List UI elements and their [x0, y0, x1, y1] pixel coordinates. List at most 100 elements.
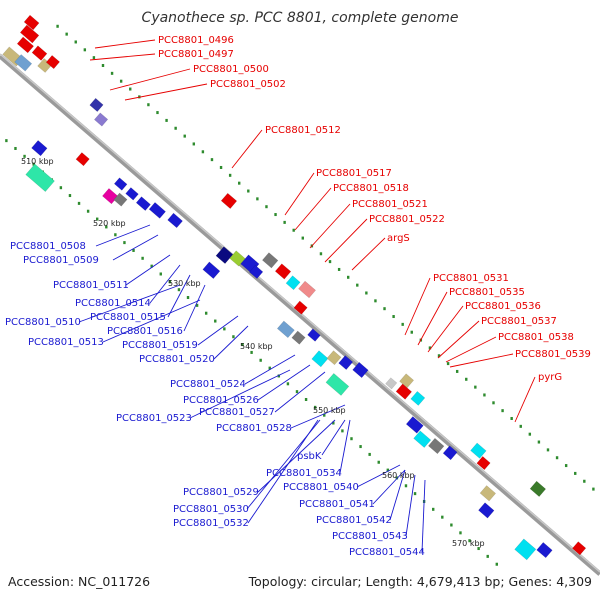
gc-tick: [313, 405, 317, 409]
gene-label[interactable]: PCC8801_0513: [28, 337, 104, 348]
genome-stats-text: Topology: circular; Length: 4,679,413 bp…: [248, 574, 592, 589]
gc-tick: [486, 554, 489, 558]
gene-label[interactable]: PCC8801_0502: [210, 79, 286, 90]
gene-feature: [31, 140, 48, 157]
gc-tick: [477, 547, 480, 551]
leader-line: [95, 224, 151, 247]
gc-tick: [564, 464, 568, 468]
gene-feature: [113, 192, 128, 207]
gene-label[interactable]: psbK: [297, 451, 322, 462]
leader-line: [421, 479, 426, 553]
gene-label[interactable]: PCC8801_0514: [75, 298, 151, 309]
gene-label[interactable]: PCC8801_0532: [173, 518, 249, 529]
gc-tick: [323, 413, 326, 417]
gene-label[interactable]: PCC8801_0508: [10, 241, 86, 252]
gc-tick: [14, 146, 17, 150]
gc-tick: [283, 220, 286, 224]
gene-label[interactable]: PCC8801_0534: [266, 468, 342, 479]
gene-label[interactable]: PCC8801_0512: [265, 125, 341, 136]
gene-label[interactable]: PCC8801_0526: [183, 395, 259, 406]
gene-label[interactable]: PCC8801_0517: [316, 168, 392, 179]
gene-label[interactable]: PCC8801_0528: [216, 423, 292, 434]
gc-tick: [446, 362, 450, 366]
gc-tick: [147, 103, 150, 107]
gene-feature: [125, 187, 139, 201]
gene-feature: [326, 350, 342, 366]
genome-backbone: [0, 54, 600, 576]
gene-label[interactable]: PCC8801_0538: [498, 332, 574, 343]
gc-tick: [150, 264, 153, 268]
gene-label[interactable]: PCC8801_0519: [122, 340, 198, 351]
gc-tick: [177, 288, 181, 292]
gc-content-ticks: [5, 24, 595, 566]
gene-label[interactable]: PCC8801_0531: [433, 273, 509, 284]
kbp-tick-label: 540 kbp: [240, 342, 273, 351]
gc-tick: [468, 539, 471, 543]
gene-label[interactable]: PCC8801_0536: [465, 301, 541, 312]
gene-label[interactable]: PCC8801_0496: [158, 35, 234, 46]
gene-label[interactable]: PCC8801_0516: [107, 326, 183, 337]
accession-text: Accession: NC_011726: [8, 574, 151, 589]
gene-label[interactable]: PCC8801_0522: [369, 214, 445, 225]
gene-label[interactable]: PCC8801_0544: [349, 547, 425, 558]
gene-label[interactable]: PCC8801_0523: [116, 413, 192, 424]
gene-feature: [572, 541, 587, 556]
gene-feature: [470, 442, 487, 459]
gene-label[interactable]: PCC8801_0509: [23, 255, 99, 266]
gc-tick: [432, 507, 435, 511]
genome-title: Cyanothece sp. PCC 8801, complete genome: [141, 10, 459, 26]
leader-line: [197, 315, 239, 346]
leader-line: [294, 187, 332, 231]
gene-label[interactable]: argS: [387, 233, 410, 244]
gc-tick: [192, 142, 196, 146]
gc-tick: [132, 248, 135, 252]
gene-feature: [307, 328, 321, 342]
gene-label[interactable]: PCC8801_0529: [183, 487, 259, 498]
gene-feature: [89, 97, 104, 112]
gc-tick: [292, 228, 295, 232]
leader-line: [427, 305, 464, 353]
gc-tick: [114, 233, 117, 237]
gene-label[interactable]: PCC8801_0542: [316, 515, 392, 526]
gc-tick: [265, 205, 268, 209]
gene-label[interactable]: PCC8801_0539: [515, 349, 591, 360]
gc-tick: [395, 476, 399, 480]
gene-label[interactable]: PCC8801_0515: [90, 312, 166, 323]
gene-label[interactable]: PCC8801_0543: [332, 531, 408, 542]
gene-label[interactable]: PCC8801_0530: [173, 504, 249, 515]
gene-label[interactable]: PCC8801_0535: [449, 287, 525, 298]
gene-label[interactable]: PCC8801_0520: [139, 354, 215, 365]
gc-tick: [68, 194, 72, 198]
gene-label[interactable]: PCC8801_0524: [170, 379, 246, 390]
gene-feature: [442, 445, 458, 461]
gc-tick: [410, 330, 413, 334]
gene-label[interactable]: PCC8801_0540: [283, 482, 359, 493]
gene-label[interactable]: PCC8801_0510: [5, 317, 81, 328]
gc-tick: [519, 424, 522, 428]
gc-tick: [392, 315, 395, 319]
leader-line: [324, 218, 368, 263]
gene-feature: [385, 377, 398, 390]
gene-label[interactable]: PCC8801_0518: [333, 183, 409, 194]
gc-tick: [346, 275, 350, 279]
gc-tick: [404, 484, 408, 488]
gene-feature: [352, 361, 369, 379]
gc-tick: [259, 358, 262, 362]
gene-label[interactable]: PCC8801_0541: [299, 499, 375, 510]
gene-label[interactable]: PCC8801_0521: [352, 199, 428, 210]
gc-tick: [319, 252, 323, 256]
gene-label[interactable]: PCC8801_0511: [53, 280, 129, 291]
gene-feature: [25, 163, 55, 193]
gene-feature: [428, 437, 445, 455]
gc-tick: [56, 24, 59, 28]
gc-tick: [129, 87, 132, 91]
gene-label[interactable]: PCC8801_0527: [199, 407, 275, 418]
gc-tick: [401, 322, 404, 326]
gc-tick: [65, 32, 68, 36]
leader-line: [102, 299, 201, 343]
gene-label[interactable]: pyrG: [538, 372, 562, 383]
gene-label[interactable]: PCC8801_0537: [481, 316, 557, 327]
gene-feature: [148, 202, 166, 219]
gene-label[interactable]: PCC8801_0500: [193, 64, 269, 75]
gene-label[interactable]: PCC8801_0497: [158, 49, 234, 60]
